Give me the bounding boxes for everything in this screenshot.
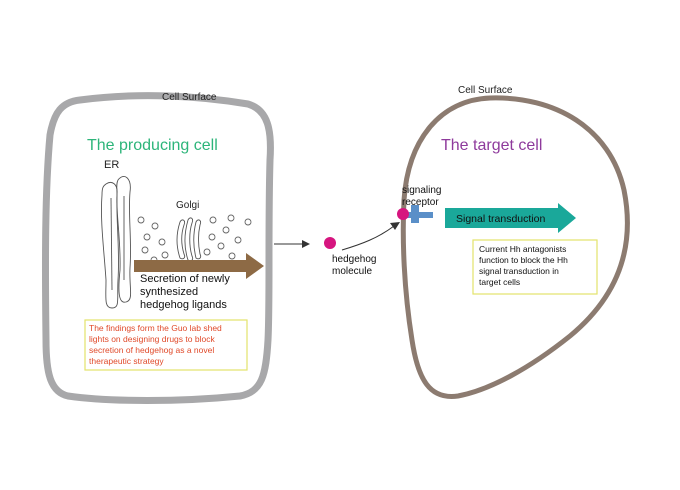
golgi-apparatus bbox=[176, 217, 202, 262]
secretion-label: Secretion of newly synthesized hedgehog … bbox=[140, 273, 233, 311]
hedgehog-molecule bbox=[324, 237, 336, 249]
producing-cell-title: The producing cell bbox=[87, 137, 218, 154]
vesicle bbox=[203, 248, 211, 256]
golgi-label: Golgi bbox=[176, 200, 199, 211]
bound-hedgehog-molecule bbox=[397, 208, 409, 220]
antagonist-note: Current Hh antagonists function to block… bbox=[479, 244, 570, 287]
er-label: ER bbox=[104, 159, 119, 171]
extracellular-space: hedgehog molecule bbox=[274, 222, 400, 277]
receptor-stem bbox=[411, 205, 419, 223]
vesicle bbox=[217, 242, 225, 250]
antagonist-note-box bbox=[472, 239, 598, 295]
binding-arrow-line bbox=[341, 225, 395, 251]
signaling-receptor-label-line: receptor bbox=[402, 197, 439, 208]
vesicle bbox=[161, 251, 169, 259]
target-cell: Cell Surface The target cell signaling r… bbox=[397, 85, 630, 399]
signaling-receptor-label-line: signaling bbox=[402, 185, 441, 196]
vesicle bbox=[151, 222, 159, 230]
antagonist-note-line: target cells bbox=[479, 277, 520, 287]
secretion-label-line: Secretion of newly bbox=[140, 273, 230, 285]
er-organelle bbox=[101, 176, 132, 309]
findings-note-line: lights on designing drugs to block bbox=[89, 334, 215, 344]
secretion-arrow bbox=[134, 253, 264, 279]
hedgehog-molecule-label-line: hedgehog bbox=[332, 254, 377, 265]
secretion-label-line: synthesized bbox=[140, 286, 198, 298]
target-cell-title: The target cell bbox=[441, 137, 542, 154]
antagonist-note-line: function to block the Hh bbox=[479, 255, 568, 265]
findings-note-line: The findings form the Guo lab shed bbox=[89, 323, 222, 333]
findings-note-box bbox=[84, 319, 248, 371]
secretory-vesicles bbox=[137, 214, 252, 264]
vesicle bbox=[143, 233, 151, 241]
signaling-receptor-label: signaling receptor bbox=[402, 185, 444, 208]
hedgehog-molecule-label: hedgehog molecule bbox=[332, 254, 379, 277]
target-cell-membrane bbox=[400, 95, 630, 399]
transport-arrow-head bbox=[302, 240, 310, 248]
signal-transduction-label: Signal transduction bbox=[456, 213, 545, 225]
vesicle bbox=[141, 246, 149, 254]
vesicle bbox=[234, 236, 242, 244]
findings-note-line: secretion of hedgehog as a novel bbox=[89, 345, 214, 355]
signaling-receptor bbox=[397, 205, 433, 223]
signal-transduction-arrow bbox=[445, 203, 576, 233]
hedgehog-molecule-label-line: molecule bbox=[332, 266, 372, 277]
vesicle bbox=[244, 218, 252, 226]
producing-cell-membrane bbox=[41, 92, 274, 404]
vesicle bbox=[209, 216, 217, 224]
vesicle bbox=[208, 233, 216, 241]
vesicle bbox=[228, 252, 236, 260]
findings-note: The findings form the Guo lab shed light… bbox=[89, 323, 224, 366]
antagonist-note-line: signal transduction in bbox=[479, 266, 559, 276]
vesicle bbox=[227, 214, 235, 222]
binding-arrow-head bbox=[390, 222, 400, 230]
target-cell-surface-label: Cell Surface bbox=[458, 85, 513, 96]
vesicle bbox=[137, 216, 145, 224]
findings-note-line: therapeutic strategy bbox=[89, 356, 164, 366]
vesicle bbox=[158, 238, 166, 246]
producing-cell: Cell Surface The producing cell ER Golgi bbox=[41, 92, 274, 404]
antagonist-note-line: Current Hh antagonists bbox=[479, 244, 566, 254]
secretion-label-line: hedgehog ligands bbox=[140, 299, 227, 311]
producing-cell-surface-label: Cell Surface bbox=[162, 92, 217, 103]
vesicle bbox=[222, 226, 230, 234]
